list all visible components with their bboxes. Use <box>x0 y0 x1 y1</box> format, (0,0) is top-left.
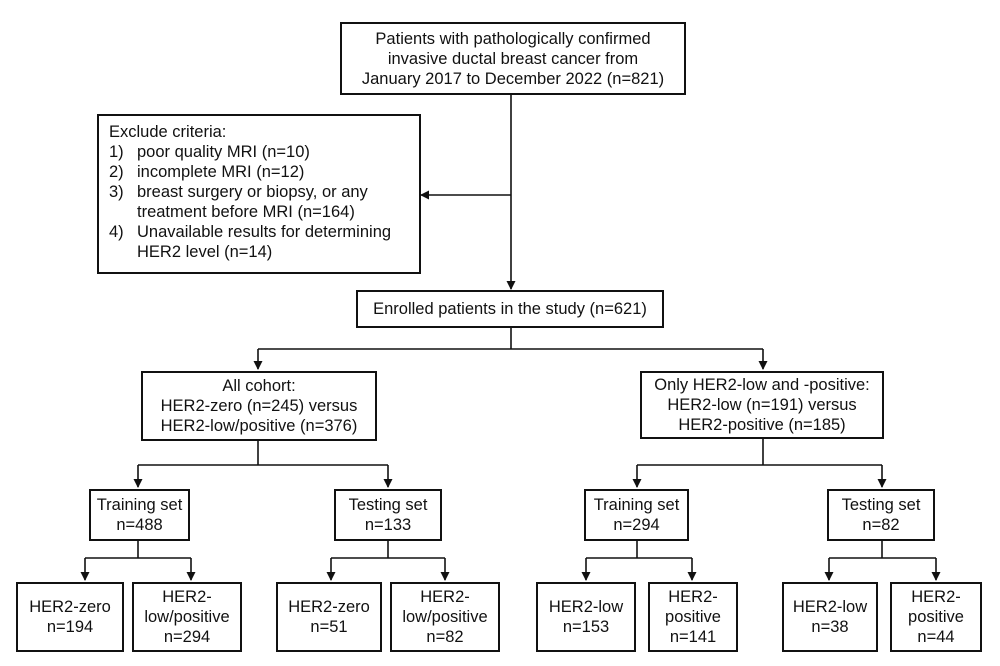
set-count: n=488 <box>116 516 163 534</box>
leaf-label-cont: low/positive <box>402 608 488 626</box>
exclusion-item-3-cont: treatment before MRI (n=164) <box>137 203 355 221</box>
leaf-her2-low-positive-training: HER2- low/positive n=294 <box>132 582 242 652</box>
leaf-count: n=38 <box>811 618 849 636</box>
source-line-2: invasive ductal breast cancer from <box>387 49 639 68</box>
leaf-count: n=153 <box>562 618 610 636</box>
exclusion-item-3: 3) breast surgery or biopsy, or any <box>109 182 409 202</box>
leaf-label: HER2-zero <box>29 598 111 616</box>
leaf-label-cont: positive <box>908 608 964 626</box>
leaf-her2-low-training: HER2-low n=153 <box>536 582 636 652</box>
leaf-label: HER2-zero <box>288 598 370 616</box>
source-line-1: Patients with pathologically confirmed <box>375 29 651 48</box>
exclusion-criteria-box: Exclude criteria: 1) poor quality MRI (n… <box>97 114 421 274</box>
leaf-label: HER2- <box>162 588 212 606</box>
exclusion-number: 2) <box>109 163 124 181</box>
leaf-her2-positive-testing: HER2- positive n=44 <box>890 582 982 652</box>
left-testing-set-box: Testing set n=133 <box>334 489 442 541</box>
leaf-label: HER2- <box>911 588 961 606</box>
exclusion-text: breast surgery or biopsy, or any <box>137 183 368 201</box>
set-count: n=294 <box>613 516 660 534</box>
enrolled-box: Enrolled patients in the study (n=621) <box>356 290 664 328</box>
set-label: Testing set <box>841 496 921 514</box>
exclusion-number: 4) <box>109 223 124 241</box>
exclusion-item-4-cont: HER2 level (n=14) <box>137 243 273 261</box>
left-cohort-line-1: All cohort: <box>222 377 296 395</box>
exclusion-item-1: 1) poor quality MRI (n=10) <box>109 142 409 162</box>
leaf-count: n=44 <box>917 628 955 646</box>
exclusion-number: 3) <box>109 183 124 201</box>
set-label: Training set <box>593 496 680 514</box>
exclusion-text: poor quality MRI (n=10) <box>137 143 310 161</box>
exclusion-item-2: 2) incomplete MRI (n=12) <box>109 162 409 182</box>
set-label: Training set <box>96 496 183 514</box>
right-cohort-box: Only HER2-low and -positive: HER2-low (n… <box>640 371 884 439</box>
set-label: Testing set <box>348 496 428 514</box>
enrolled-text: Enrolled patients in the study (n=621) <box>373 300 647 318</box>
left-cohort-line-2: HER2-zero (n=245) versus <box>160 397 358 415</box>
leaf-count: n=82 <box>426 628 464 646</box>
exclusion-text: Unavailable results for determining <box>137 223 392 241</box>
left-training-set-box: Training set n=488 <box>89 489 190 541</box>
right-cohort-line-3: HER2-positive (n=185) <box>678 416 846 434</box>
leaf-label: HER2-low <box>792 598 868 616</box>
right-cohort-line-1: Only HER2-low and -positive: <box>654 376 870 394</box>
leaf-her2-zero-testing: HER2-zero n=51 <box>276 582 382 652</box>
exclusion-number: 1) <box>109 143 124 161</box>
set-count: n=82 <box>862 516 900 534</box>
exclusion-item-4: 4) Unavailable results for determining <box>109 222 409 242</box>
leaf-her2-positive-training: HER2- positive n=141 <box>648 582 738 652</box>
left-cohort-line-3: HER2-low/positive (n=376) <box>160 417 358 435</box>
exclusion-text: incomplete MRI (n=12) <box>137 163 305 181</box>
set-count: n=133 <box>364 516 412 534</box>
leaf-her2-low-positive-testing: HER2- low/positive n=82 <box>390 582 500 652</box>
leaf-her2-low-testing: HER2-low n=38 <box>782 582 878 652</box>
leaf-label: HER2-low <box>548 598 624 616</box>
left-cohort-box: All cohort: HER2-zero (n=245) versus HER… <box>141 371 377 441</box>
leaf-count: n=141 <box>669 628 717 646</box>
leaf-label: HER2- <box>668 588 718 606</box>
leaf-her2-zero-training: HER2-zero n=194 <box>16 582 124 652</box>
leaf-count: n=51 <box>310 618 348 636</box>
source-line-3: January 2017 to December 2022 (n=821) <box>361 69 665 88</box>
leaf-count: n=294 <box>163 628 211 646</box>
source-population-box: Patients with pathologically confirmed i… <box>340 22 686 95</box>
leaf-count: n=194 <box>46 618 94 636</box>
leaf-label-cont: positive <box>665 608 721 626</box>
right-testing-set-box: Testing set n=82 <box>827 489 935 541</box>
exclusion-title: Exclude criteria: <box>109 123 227 141</box>
leaf-label-cont: low/positive <box>144 608 230 626</box>
right-cohort-line-2: HER2-low (n=191) versus <box>667 396 857 414</box>
right-training-set-box: Training set n=294 <box>584 489 689 541</box>
leaf-label: HER2- <box>420 588 470 606</box>
